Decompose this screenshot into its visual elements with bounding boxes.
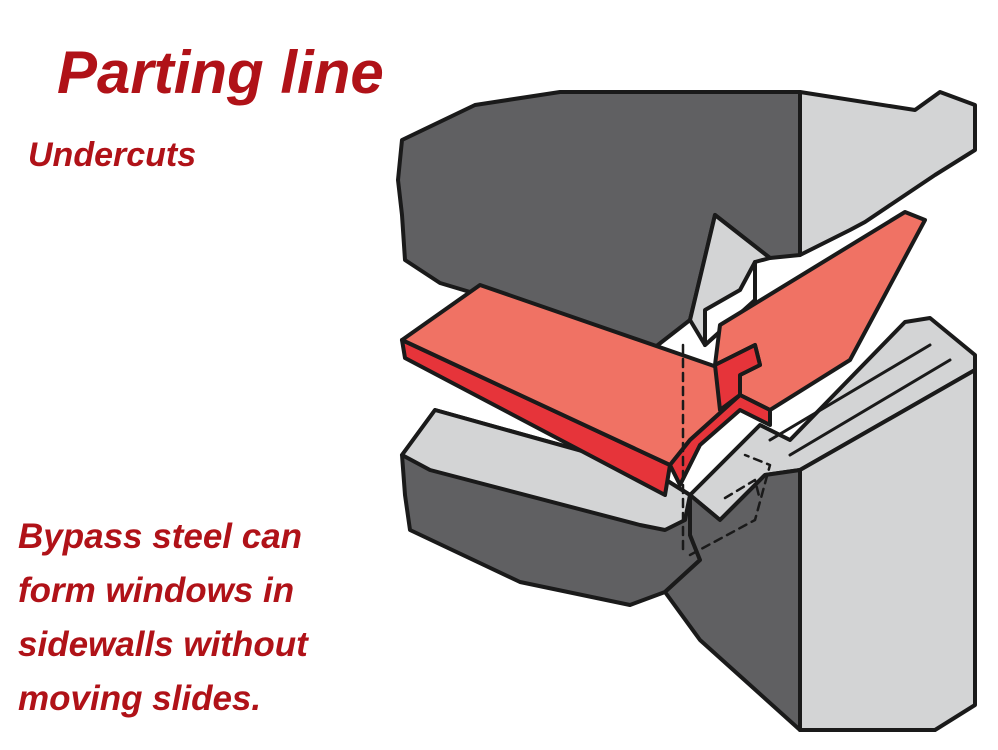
hidden-edge-window: [723, 478, 762, 502]
body-line-2: form windows in: [18, 571, 295, 610]
body-line-4: moving slides.: [18, 679, 262, 718]
body-caption: Bypass steel can form windows in sidewal…: [18, 510, 398, 726]
lower-mold-light-top: [400, 408, 692, 532]
upper-mold-window-face: [703, 260, 757, 347]
slide-title: Parting line: [57, 39, 384, 106]
part-wall-edge: [668, 393, 772, 487]
lower-mold-inner-wall: [663, 468, 802, 732]
slide-subtitle: Undercuts: [28, 136, 197, 174]
body-line-1: Bypass steel can: [18, 517, 303, 556]
lower-mold-groove-1: [768, 343, 932, 442]
part-window-cutout: [713, 343, 762, 412]
hidden-edges: [681, 343, 772, 557]
upper-mold-half: [396, 90, 977, 357]
lower-mold-groove-2: [788, 358, 952, 457]
lower-mold-half: [400, 316, 977, 732]
body-line-3: sidewalls without: [18, 625, 308, 664]
upper-mold-light-face: [798, 90, 977, 257]
molded-part: [400, 210, 927, 497]
hidden-edge-pocket: [688, 453, 772, 557]
